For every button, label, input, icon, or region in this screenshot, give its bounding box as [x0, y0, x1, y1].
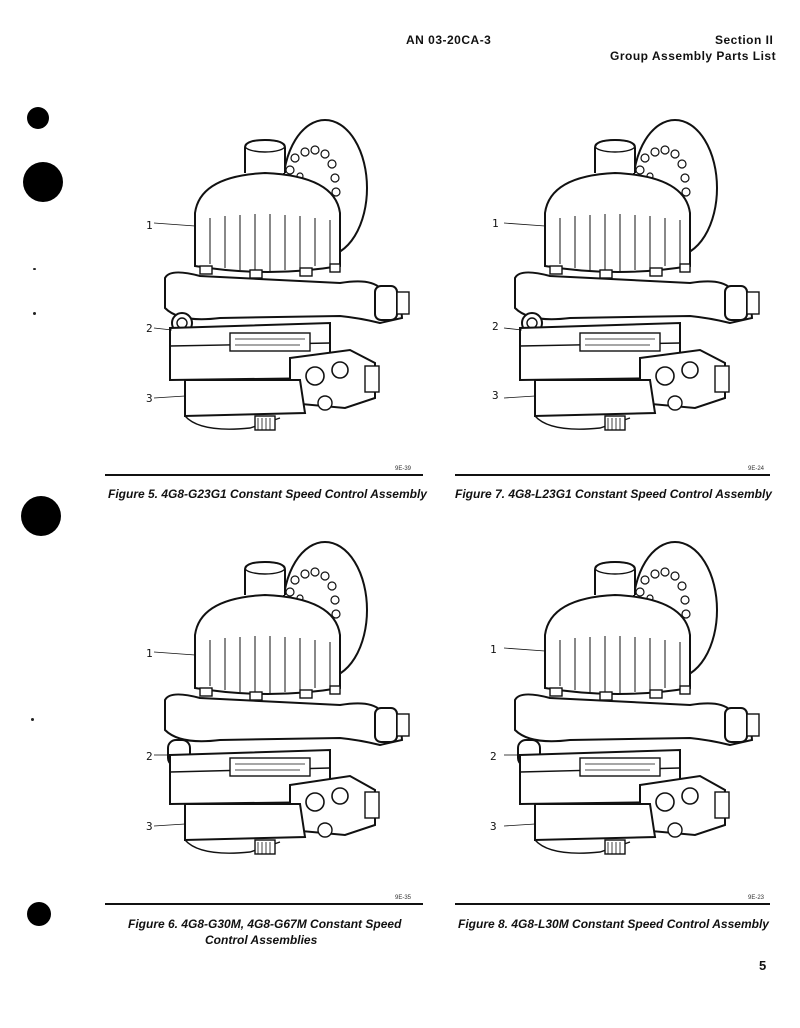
figure-caption-line-2: Control Assemblies — [205, 933, 318, 947]
callout-2: 2 — [146, 750, 153, 763]
figure-caption: Figure 8. 4G8-L30M Constant Speed Contro… — [458, 917, 769, 931]
binder-hole — [27, 107, 49, 129]
binder-hole — [21, 496, 61, 536]
figure-rule — [455, 474, 770, 476]
binder-hole — [23, 162, 63, 202]
control-assembly-drawing — [153, 119, 410, 431]
callout-3: 3 — [146, 820, 153, 833]
figure-caption: Figure 7. 4G8-L23G1 Constant Speed Contr… — [455, 487, 772, 501]
page-number: 5 — [759, 958, 767, 973]
callout-1: 1 — [492, 217, 499, 230]
control-assembly-drawing — [503, 119, 760, 431]
document-number: AN 03-20CA-3 — [406, 33, 492, 47]
callout-2: 2 — [492, 320, 499, 333]
callout-1: 1 — [146, 647, 153, 660]
figure-5-illustration — [140, 118, 430, 438]
callout-2: 2 — [490, 750, 497, 763]
callout-3: 3 — [492, 389, 499, 402]
scan-speck — [33, 268, 36, 270]
callout-3: 3 — [490, 820, 497, 833]
figure-code: 9E-39 — [395, 466, 412, 472]
figure-7-illustration — [490, 118, 780, 438]
figure-caption: Figure 5. 4G8-G23G1 Constant Speed Contr… — [108, 487, 427, 501]
callout-1: 1 — [146, 219, 153, 232]
callout-1: 1 — [490, 643, 497, 656]
figure-rule — [105, 474, 423, 476]
control-assembly-drawing — [503, 541, 760, 855]
figure-code: 9E-35 — [395, 895, 412, 901]
scan-speck — [31, 718, 34, 721]
binder-hole — [27, 902, 51, 926]
figure-8-illustration — [490, 540, 780, 860]
figure-6-illustration — [140, 540, 430, 860]
figure-rule — [455, 903, 770, 905]
section-subtitle: Group Assembly Parts List — [610, 49, 777, 63]
callout-2: 2 — [146, 322, 153, 335]
figure-code: 9E-23 — [748, 895, 765, 901]
section-label: Section II — [715, 33, 774, 47]
control-assembly-drawing — [153, 541, 410, 855]
figure-code: 9E-24 — [748, 466, 765, 472]
figure-caption-line-1: Figure 6. 4G8-G30M, 4G8-G67M Constant Sp… — [128, 917, 402, 931]
callout-3: 3 — [146, 392, 153, 405]
figure-rule — [105, 903, 423, 905]
scan-speck — [33, 312, 36, 315]
